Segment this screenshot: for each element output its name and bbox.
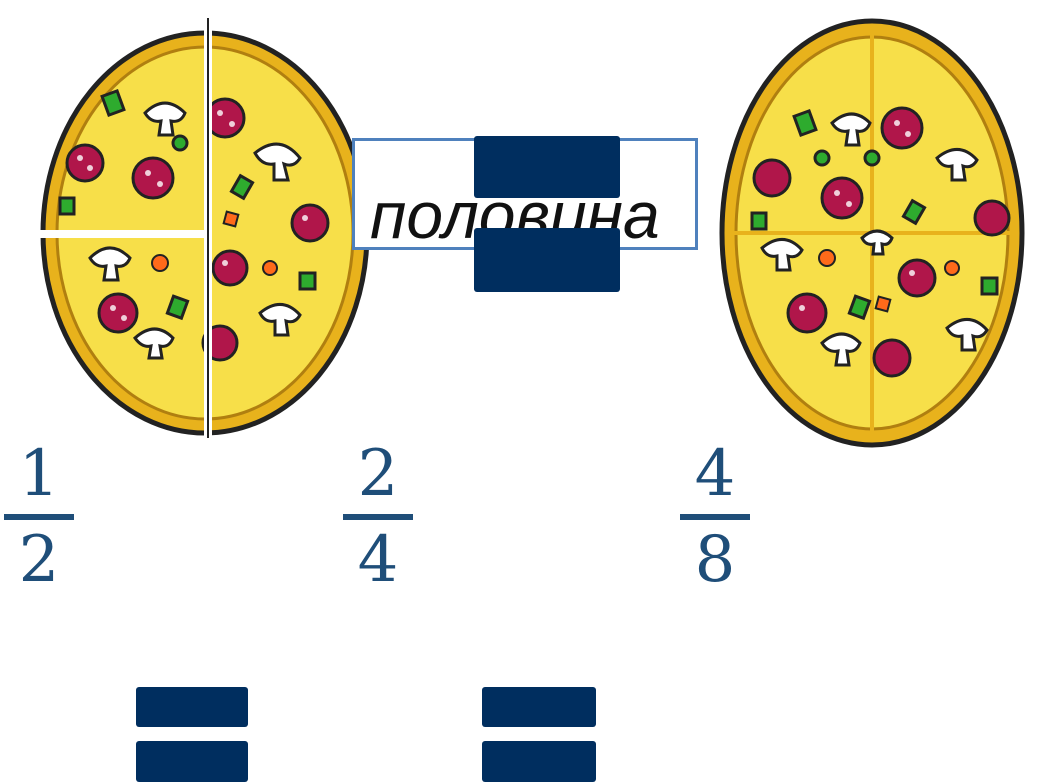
pizza-half-quarters-icon [20, 18, 370, 438]
pizza-eighths-icon [712, 8, 1032, 458]
fraction-bar [680, 514, 750, 520]
fraction-bar [4, 514, 74, 520]
fraction-bar [343, 514, 413, 520]
fraction-numerator: 4 [680, 440, 750, 508]
fraction-denominator: 8 [680, 526, 750, 594]
fraction-denominator: 2 [4, 526, 74, 594]
fraction-denominator: 4 [343, 526, 413, 594]
fraction-numerator: 2 [343, 440, 413, 508]
fraction-two-quarters: 2 4 [343, 440, 413, 594]
fraction-numerator: 1 [4, 440, 74, 508]
fraction-four-eighths: 4 8 [680, 440, 750, 594]
fraction-one-half: 1 2 [4, 440, 74, 594]
